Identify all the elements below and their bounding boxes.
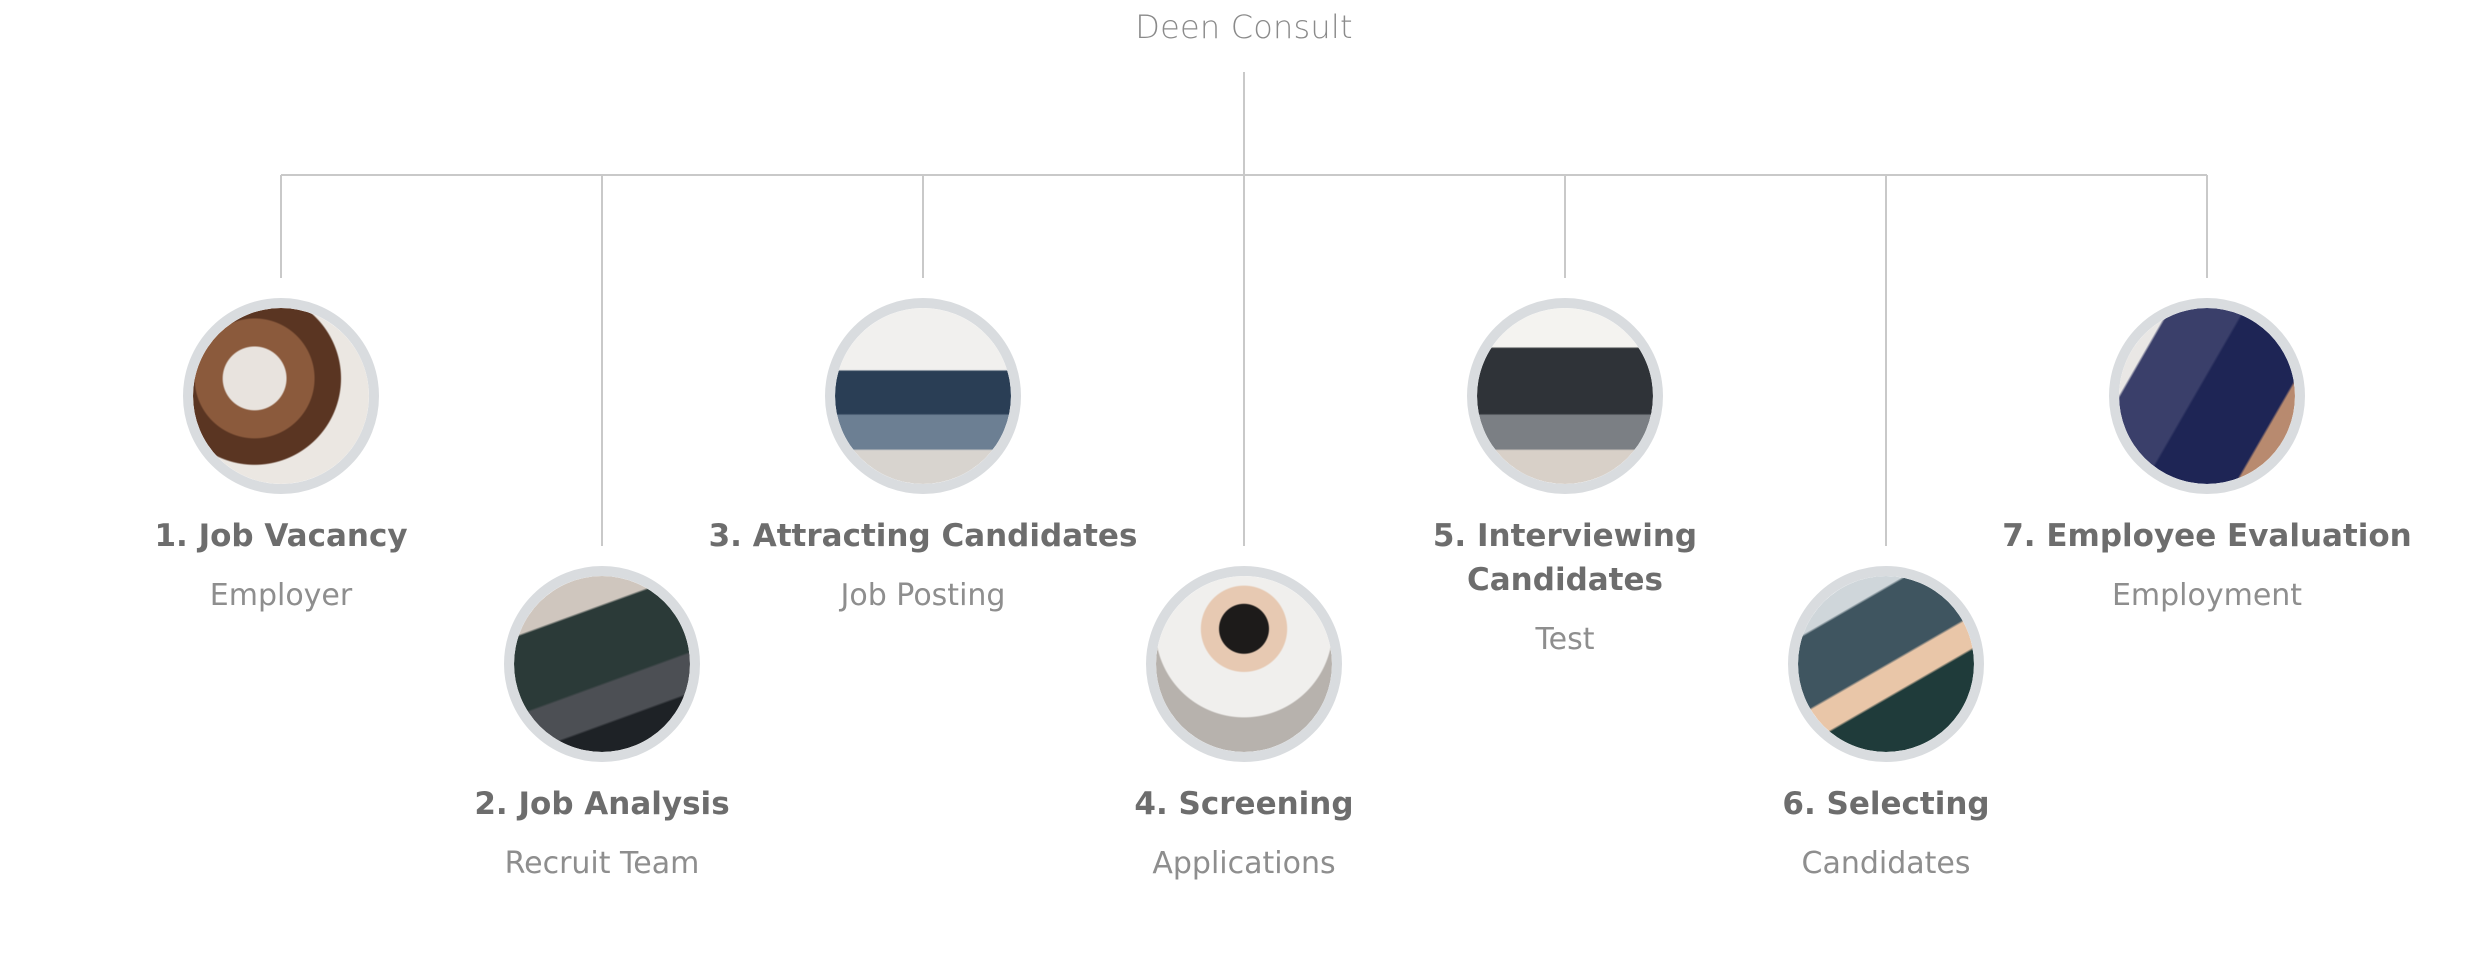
step-subtitle: Employment bbox=[2111, 578, 2303, 613]
step-subtitle: Employer bbox=[209, 578, 353, 613]
woman-at-laptop-photo-icon bbox=[1146, 566, 1342, 762]
step-subtitle: Recruit Team bbox=[504, 846, 700, 881]
evaluation-meeting-photo-icon bbox=[2109, 298, 2305, 494]
step-subtitle: Test bbox=[1535, 622, 1595, 657]
step-title: 7. Employee Evaluation bbox=[2002, 518, 2412, 554]
step-title: 1. Job Vacancy bbox=[154, 518, 408, 554]
root-node-label: Deen Consult bbox=[1135, 8, 1353, 46]
step-node-3: 3. Attracting Candidates Job Posting bbox=[693, 298, 1153, 618]
step-title: 4. Screening bbox=[1134, 786, 1354, 822]
laptop-typing-photo-icon bbox=[504, 566, 700, 762]
step-subtitle: Applications bbox=[1152, 846, 1336, 881]
step-subtitle: Job Posting bbox=[840, 578, 1006, 613]
step-node-1: 1. Job Vacancy Employer bbox=[51, 298, 511, 618]
step-subtitle: Candidates bbox=[1801, 846, 1971, 881]
step-title: 5. Interviewing Candidates bbox=[1432, 518, 1698, 598]
step-node-6: 6. Selecting Candidates bbox=[1656, 566, 2116, 886]
step-title: 2. Job Analysis bbox=[474, 786, 730, 822]
interview-meeting-photo-icon bbox=[1467, 298, 1663, 494]
step-title: 6. Selecting bbox=[1782, 786, 1990, 822]
step-node-5: 5. Interviewing Candidates Test bbox=[1335, 298, 1795, 662]
team-celebrating-photo-icon bbox=[825, 298, 1021, 494]
handshake-deal-photo-icon bbox=[1788, 566, 1984, 762]
step-title: 3. Attracting Candidates bbox=[708, 518, 1138, 554]
step-node-4: 4. Screening Applications bbox=[1014, 566, 1474, 886]
step-node-7: 7. Employee Evaluation Employment bbox=[1977, 298, 2437, 618]
step-node-2: 2. Job Analysis Recruit Team bbox=[372, 566, 832, 886]
handshake-circle-photo-icon bbox=[183, 298, 379, 494]
